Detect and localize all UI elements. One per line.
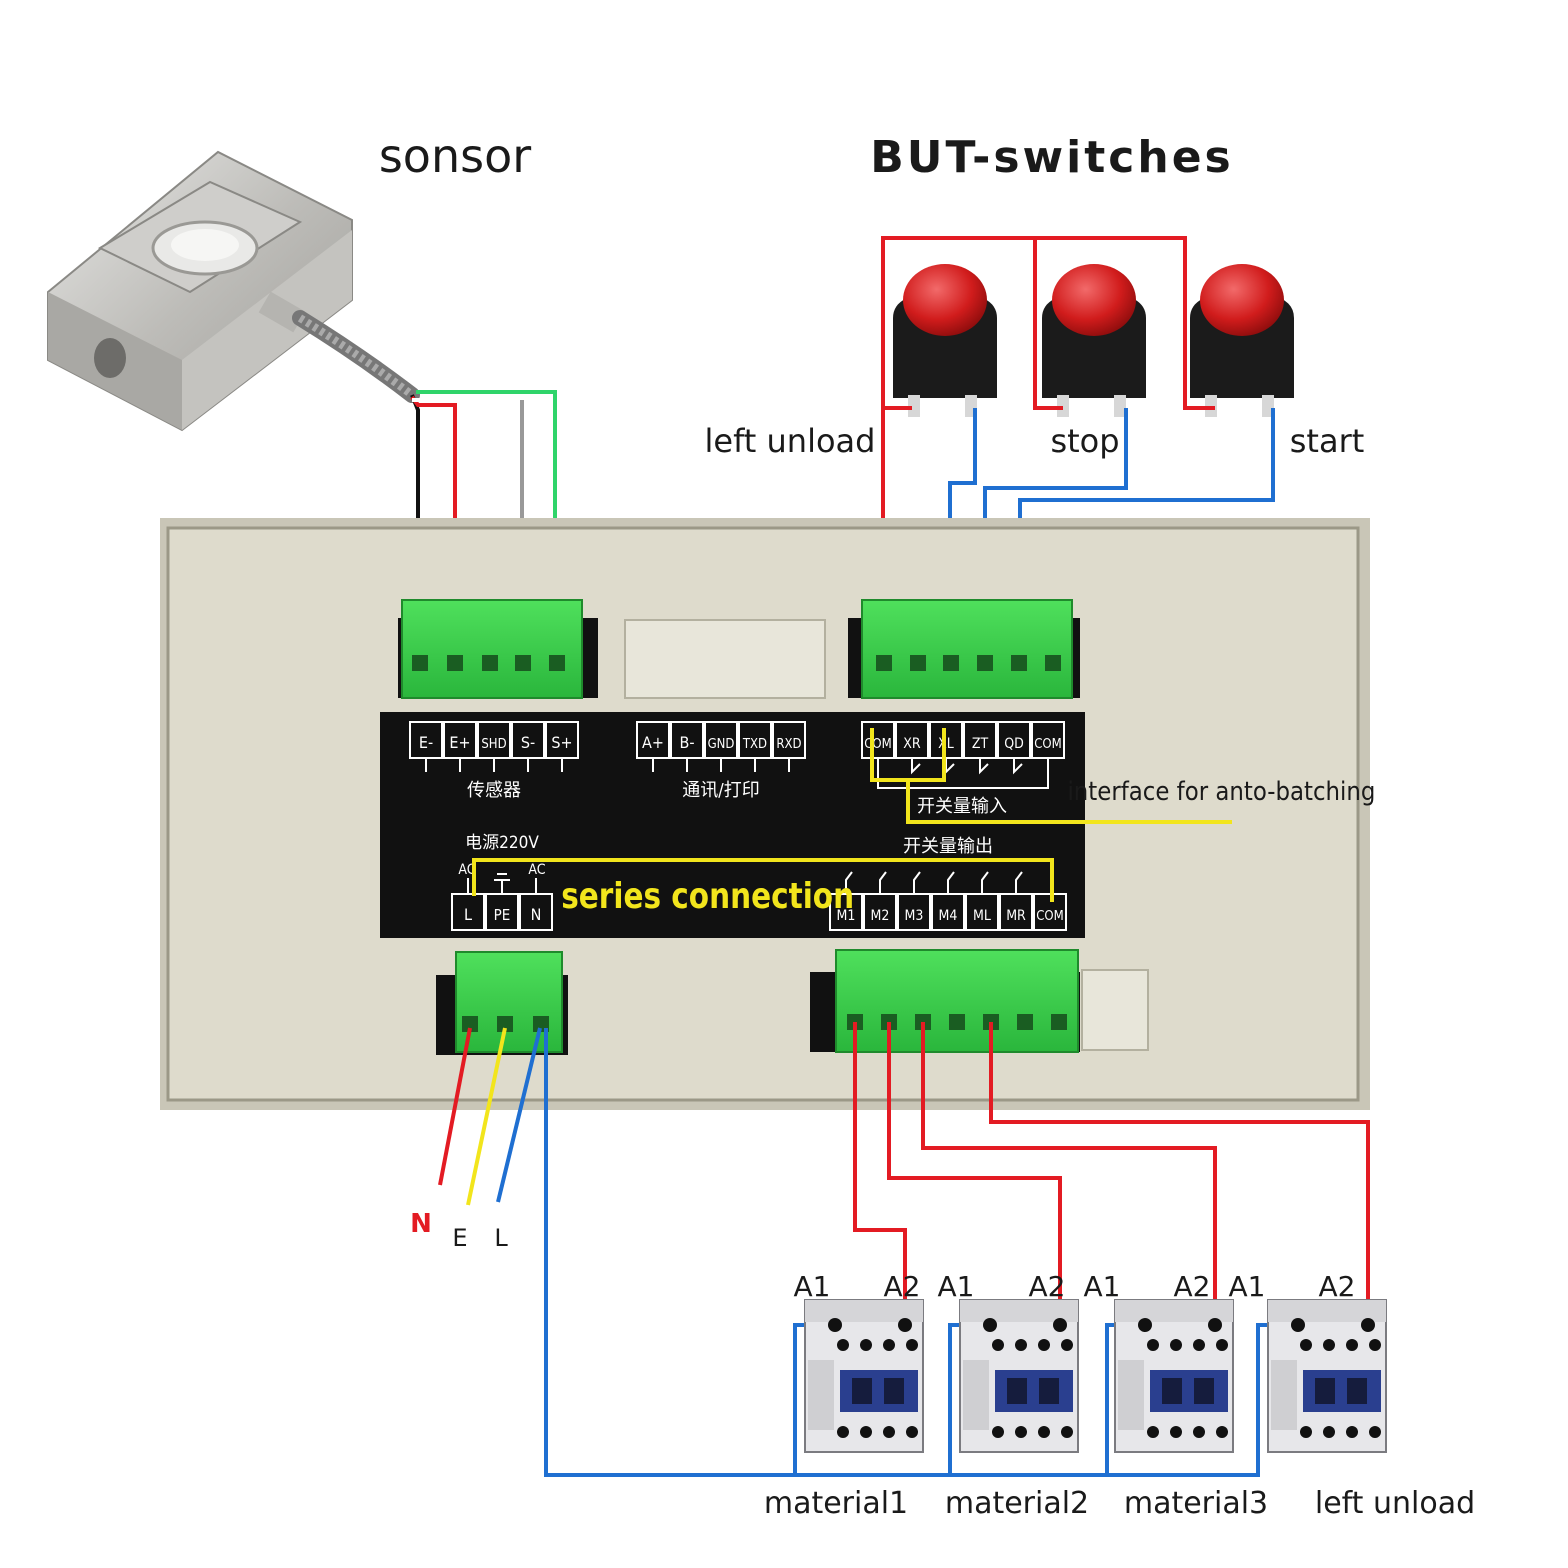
contactor-1-a1: A1	[794, 1270, 831, 1303]
terminal-block-inputs	[848, 599, 1080, 699]
switches-title: BUT-switches	[870, 132, 1233, 183]
terminal-block-sensor	[398, 599, 598, 699]
terminal-label-s-plus: S+	[551, 733, 572, 752]
terminal-label-ml: ML	[973, 908, 991, 924]
output-caption: 开关量输出	[903, 836, 993, 857]
terminal-label-gnd: GND	[708, 737, 735, 752]
power-ac-left: AC	[458, 862, 475, 878]
interface-annotation: interface for anto-batching	[1067, 776, 1375, 807]
terminal-block-outputs	[810, 949, 1080, 1053]
terminal-label-xr: XR	[903, 736, 921, 752]
button-label-left-unload: left unload	[705, 422, 876, 460]
power-ac-right: AC	[528, 862, 545, 878]
contactor-2-label: material2	[945, 1486, 1089, 1521]
terminal-label-com-in-2: COM	[1034, 737, 1061, 752]
terminal-label-m1: M1	[837, 908, 856, 924]
contactor-1-label: material1	[764, 1486, 908, 1521]
terminal-label-com-in: COM	[864, 737, 891, 752]
plate-outlines	[409, 721, 1067, 931]
terminal-label-com-out: COM	[1036, 909, 1063, 924]
contactor-1	[804, 1299, 924, 1453]
push-button-stop	[1042, 264, 1146, 417]
button-label-stop: stop	[1050, 422, 1119, 460]
contactor-4	[1267, 1299, 1387, 1453]
controller-panel	[160, 518, 1370, 1110]
output-wires	[793, 1022, 1370, 1475]
contactor-3	[1114, 1299, 1234, 1453]
contactor-3-a1: A1	[1084, 1270, 1121, 1303]
lead-label-l: L	[494, 1224, 508, 1252]
yellow-jumpers	[472, 728, 1232, 902]
terminal-label-zt: ZT	[972, 736, 989, 752]
contactor-4-a2: A2	[1319, 1270, 1356, 1303]
contactor-2	[959, 1299, 1079, 1453]
terminal-label-m3: M3	[905, 908, 924, 924]
sensor-caption: 传感器	[467, 780, 521, 801]
terminal-label-e-minus: E-	[419, 733, 433, 752]
terminal-label-rxd: RXD	[776, 737, 801, 752]
terminal-label-qd: QD	[1004, 736, 1024, 752]
load-cell-sensor	[47, 150, 420, 432]
terminal-label-shd: SHD	[481, 737, 506, 752]
terminal-label-a-plus: A+	[642, 733, 664, 752]
terminal-label-txd: TXD	[742, 737, 767, 752]
terminal-label-pe: PE	[494, 906, 511, 924]
series-connection-label: series connection	[561, 874, 854, 917]
comm-caption: 通讯/打印	[682, 780, 759, 801]
contactor-3-a2: A2	[1174, 1270, 1211, 1303]
terminal-label-n: N	[531, 905, 542, 924]
terminal-label-s-minus: S-	[521, 733, 535, 752]
contactor-4-a1: A1	[1229, 1270, 1266, 1303]
contactor-3-label: material3	[1124, 1486, 1268, 1521]
power-caption: 电源220V	[465, 833, 539, 853]
contactor-4-label: left unload	[1315, 1486, 1475, 1521]
contactor-2-a2: A2	[1029, 1270, 1066, 1303]
push-button-left-unload	[893, 264, 997, 417]
lead-label-e: E	[452, 1224, 467, 1252]
power-leads	[438, 1027, 1260, 1477]
terminal-label-mr: MR	[1006, 908, 1026, 924]
terminal-label-b-minus: B-	[679, 733, 694, 752]
terminal-label-e-plus: E+	[449, 733, 470, 752]
contactor-1-a2: A2	[884, 1270, 921, 1303]
lead-label-n: N	[410, 1209, 432, 1239]
terminal-label-m2: M2	[871, 908, 890, 924]
button-label-start: start	[1290, 422, 1365, 460]
input-caption: 开关量输入	[917, 796, 1007, 817]
terminal-label-l: L	[464, 905, 472, 924]
contactor-2-a1: A1	[938, 1270, 975, 1303]
push-button-start	[1190, 264, 1294, 417]
terminal-label-m4: M4	[939, 908, 958, 924]
sensor-title: sonsor	[379, 129, 531, 183]
